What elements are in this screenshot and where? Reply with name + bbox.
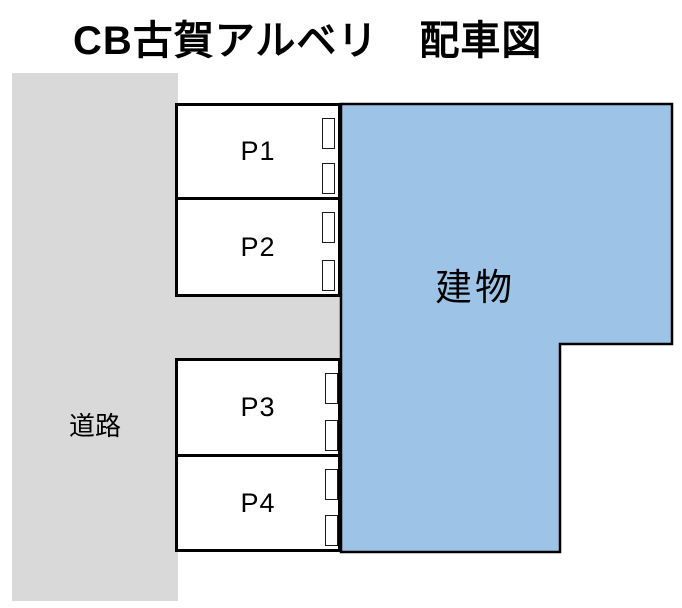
door-marker: [322, 163, 335, 194]
door-marker: [325, 420, 338, 451]
door-marker: [322, 118, 335, 149]
parking-spot-p4: P4: [175, 454, 341, 552]
parking-spot-p1: P1: [175, 103, 341, 200]
page-title: CB古賀アルベリ 配車図: [73, 19, 543, 63]
door-marker: [325, 515, 338, 546]
door-marker: [325, 469, 338, 500]
parking-spot-p1-label: P1: [240, 136, 276, 166]
parking-spot-p4-label: P4: [240, 487, 276, 518]
driveway-area: [178, 297, 342, 360]
door-marker: [322, 260, 335, 291]
parking-spot-p2-label: P2: [240, 231, 276, 262]
door-marker: [325, 373, 338, 404]
building-outline: [339, 102, 674, 554]
door-marker: [322, 212, 335, 243]
parking-spot-p3-label: P3: [240, 392, 276, 422]
parking-spot-p2: P2: [175, 197, 341, 297]
building-shape: [339, 102, 674, 554]
road-label: 道路: [68, 411, 121, 441]
building-label: 建物: [435, 267, 515, 308]
parking-spot-p3: P3: [175, 358, 341, 457]
road-area: 道路: [12, 73, 178, 601]
